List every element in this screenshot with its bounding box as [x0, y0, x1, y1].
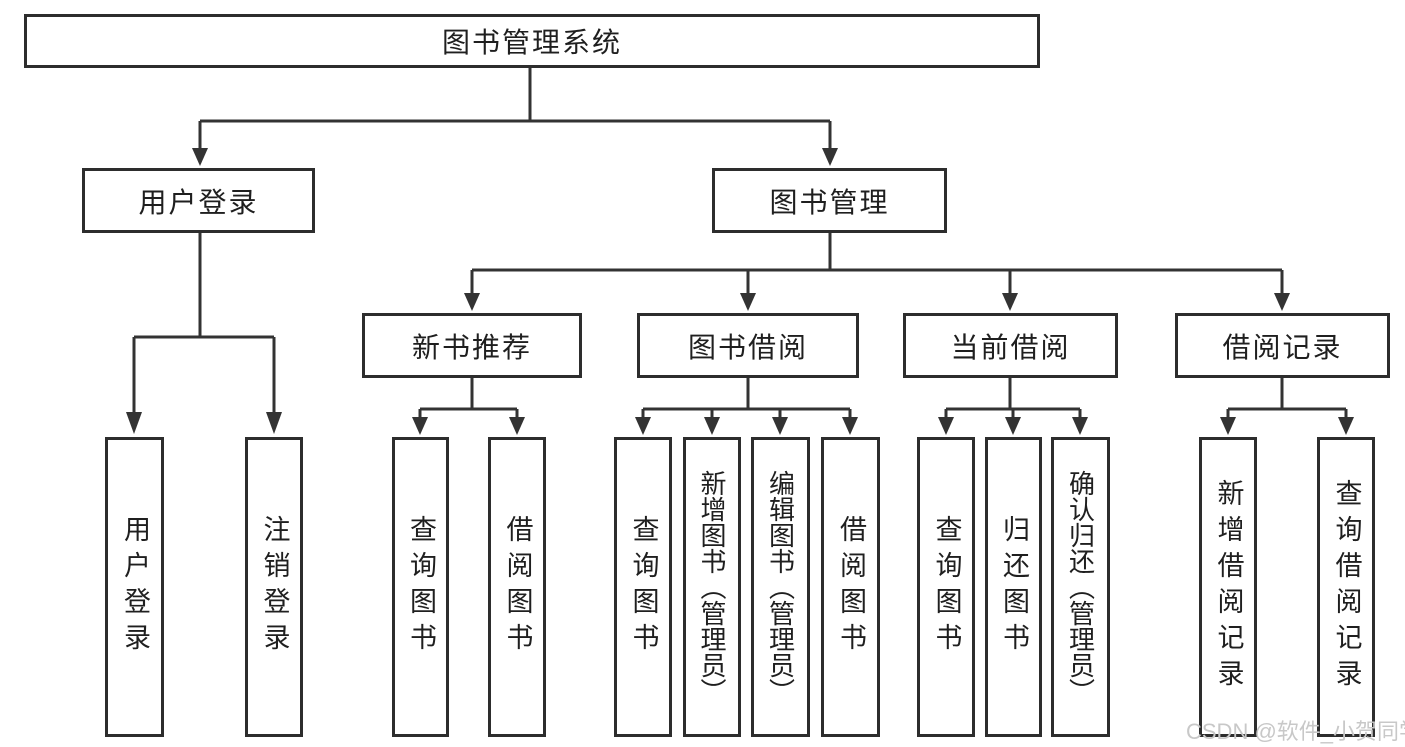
leaf-current-return-books: 归还图书 [985, 437, 1042, 737]
connector-book-management-to-level3 [464, 233, 1290, 311]
arrowhead-icon [464, 293, 480, 311]
node-new-book-recommend-label: 新书推荐 [411, 331, 532, 363]
leaf-borrowing-borrow-books: 借阅图书 [821, 437, 880, 737]
leaf-logout-label: 注销登录 [259, 515, 290, 659]
node-root: 图书管理系统 [24, 14, 1040, 68]
leaf-borrowing-add-books-admin: 新增图书（管理员） [683, 437, 741, 737]
leaf-records-add-record-label: 新增借阅记录 [1213, 479, 1244, 695]
leaf-newbooks-query-books-label: 查询图书 [406, 515, 436, 659]
leaf-newbooks-borrow-books: 借阅图书 [488, 437, 546, 737]
arrowhead-icon [1338, 417, 1354, 435]
connector-root-to-level2 [192, 68, 838, 166]
connector-borrowing-records-to-leaves [1220, 378, 1354, 435]
node-book-management: 图书管理 [712, 168, 947, 233]
node-user-login-label: 用户登录 [138, 186, 259, 218]
leaf-borrowing-add-books-admin-label: 新增图书（管理员） [697, 470, 727, 704]
leaf-current-confirm-return-admin-label: 确认归还（管理员） [1065, 470, 1096, 704]
node-book-borrowing-label: 图书借阅 [687, 331, 808, 363]
connector-user-login-to-leaves [126, 233, 282, 434]
watermark: CSDN @软件_小贺同学 [1186, 719, 1405, 744]
arrowhead-icon [938, 417, 954, 435]
leaf-current-query-books: 查询图书 [917, 437, 975, 737]
leaf-user-login-label: 用户登录 [120, 515, 150, 659]
arrowhead-icon [412, 417, 428, 435]
leaf-records-add-record: 新增借阅记录 [1199, 437, 1257, 737]
arrowhead-icon [1220, 417, 1236, 435]
node-book-borrowing: 图书借阅 [637, 313, 859, 378]
arrowhead-icon [1274, 293, 1290, 311]
arrowhead-icon [740, 293, 756, 311]
leaf-logout: 注销登录 [245, 437, 303, 737]
connector-book-borrowing-to-leaves [635, 378, 858, 435]
node-new-book-recommend: 新书推荐 [362, 313, 582, 378]
arrowhead-icon [192, 148, 208, 166]
leaf-borrowing-query-books-label: 查询图书 [628, 515, 659, 659]
node-borrowing-records-label: 借阅记录 [1222, 331, 1343, 363]
leaf-borrowing-edit-books-admin-label: 编辑图书（管理员） [765, 470, 796, 704]
arrowhead-icon [1072, 417, 1088, 435]
node-current-borrowing-label: 当前借阅 [950, 331, 1071, 363]
leaf-records-query-record: 查询借阅记录 [1317, 437, 1375, 737]
leaf-borrowing-query-books: 查询图书 [614, 437, 672, 737]
arrowhead-icon [635, 417, 651, 435]
leaf-borrowing-edit-books-admin: 编辑图书（管理员） [751, 437, 810, 737]
connector-new-book-recommend-to-leaves [412, 378, 525, 435]
leaf-current-return-books-label: 归还图书 [999, 515, 1029, 659]
arrowhead-icon [772, 417, 788, 435]
node-current-borrowing: 当前借阅 [903, 313, 1118, 378]
arrowhead-icon [1002, 293, 1018, 311]
leaf-user-login: 用户登录 [105, 437, 164, 737]
arrowhead-icon [1005, 417, 1021, 435]
leaf-newbooks-query-books: 查询图书 [392, 437, 449, 737]
arrowhead-icon [509, 417, 525, 435]
leaf-borrowing-borrow-books-label: 借阅图书 [836, 515, 866, 659]
node-book-management-label: 图书管理 [769, 186, 890, 218]
node-user-login: 用户登录 [82, 168, 315, 233]
node-root-label: 图书管理系统 [441, 27, 622, 58]
connector-current-borrowing-to-leaves [938, 378, 1088, 435]
arrowhead-icon [822, 148, 838, 166]
node-borrowing-records: 借阅记录 [1175, 313, 1390, 378]
leaf-records-query-record-label: 查询借阅记录 [1331, 479, 1362, 695]
leaf-current-query-books-label: 查询图书 [931, 515, 962, 659]
leaf-newbooks-borrow-books-label: 借阅图书 [502, 515, 533, 659]
arrowhead-icon [126, 412, 142, 434]
arrowhead-icon [842, 417, 858, 435]
arrowhead-icon [266, 412, 282, 434]
arrowhead-icon [704, 417, 720, 435]
leaf-current-confirm-return-admin: 确认归还（管理员） [1051, 437, 1110, 737]
